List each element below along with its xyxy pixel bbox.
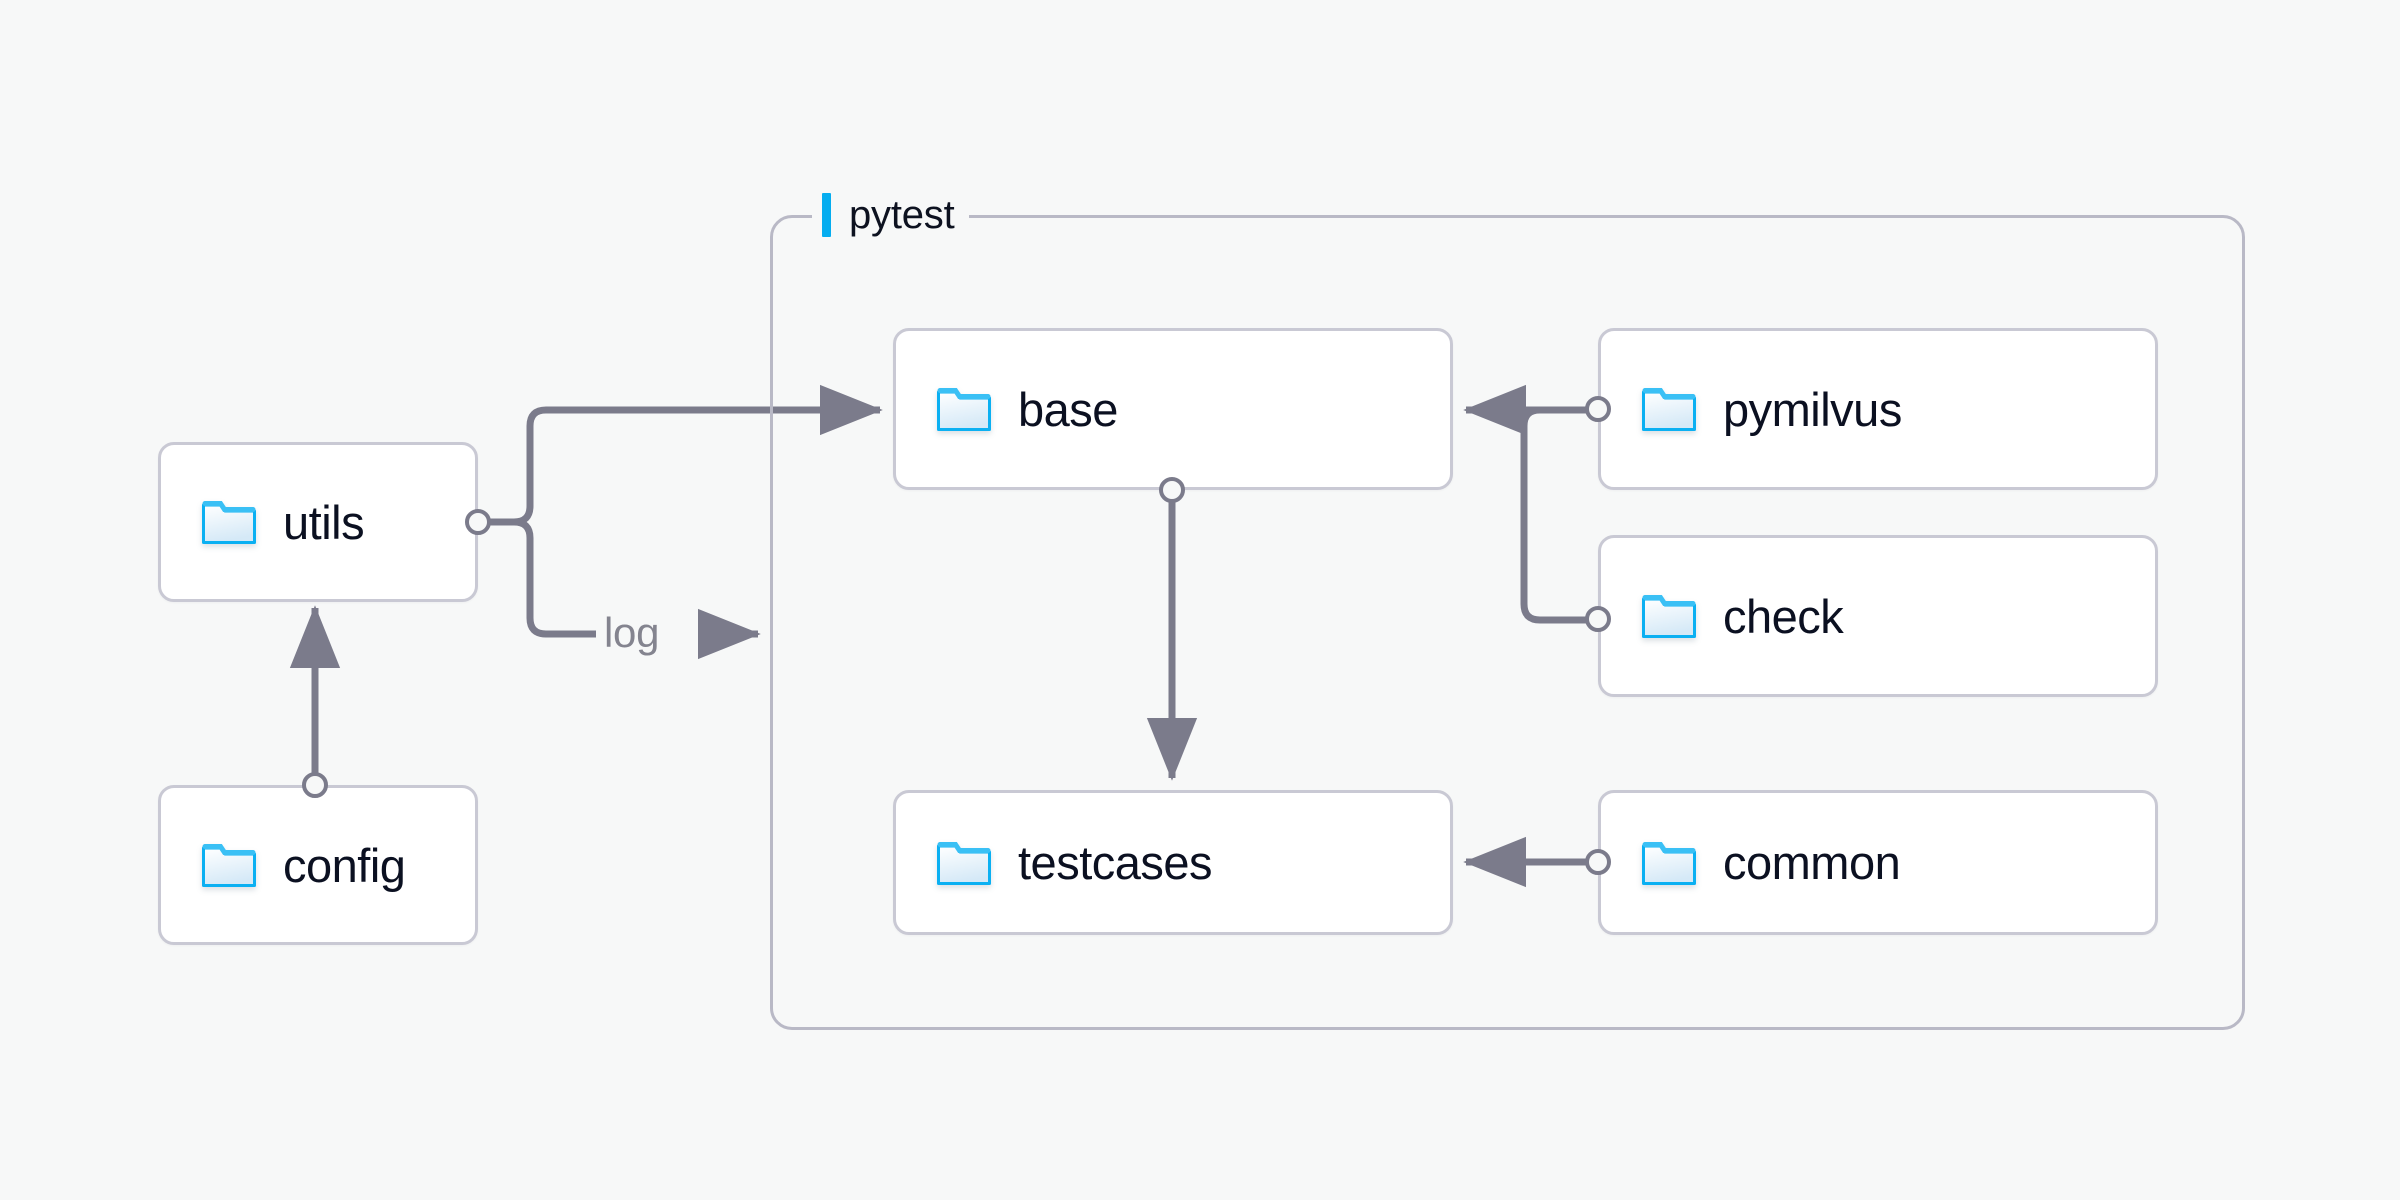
folder-icon	[1642, 388, 1696, 431]
node-check[interactable]: check	[1598, 535, 2158, 697]
node-utils-content: utils	[161, 495, 365, 549]
node-common[interactable]: common	[1598, 790, 2158, 935]
port-pymilvus-left[interactable]	[1585, 396, 1611, 422]
folder-icon	[202, 501, 256, 544]
port-base-bottom[interactable]	[1159, 477, 1185, 503]
port-config-top[interactable]	[302, 772, 328, 798]
node-base[interactable]: base	[893, 328, 1453, 490]
group-pytest-label: pytest	[812, 186, 969, 244]
group-pytest-box	[770, 215, 2245, 1030]
folder-icon	[1642, 841, 1696, 885]
node-common-label: common	[1723, 836, 1901, 889]
node-utils[interactable]: utils	[158, 442, 478, 602]
node-config-label: config	[283, 838, 406, 892]
node-config-content: config	[161, 838, 406, 892]
node-check-label: check	[1723, 589, 1844, 643]
node-common-content: common	[1601, 836, 1901, 889]
accent-bar-icon	[822, 193, 831, 237]
node-testcases-content: testcases	[896, 836, 1213, 889]
node-config[interactable]: config	[158, 785, 478, 945]
node-pymilvus-label: pymilvus	[1723, 382, 1902, 436]
folder-icon	[202, 844, 256, 887]
node-utils-label: utils	[283, 495, 365, 549]
group-title: pytest	[849, 192, 955, 237]
port-utils-right[interactable]	[465, 509, 491, 535]
edge-label-log: log	[604, 609, 660, 656]
folder-icon	[937, 388, 991, 431]
folder-icon	[1642, 595, 1696, 638]
node-pymilvus[interactable]: pymilvus	[1598, 328, 2158, 490]
node-testcases-label: testcases	[1018, 836, 1213, 889]
node-pymilvus-content: pymilvus	[1601, 386, 1902, 433]
node-check-content: check	[1601, 589, 1844, 643]
edge-utils-to-log	[478, 518, 596, 638]
node-testcases[interactable]: testcases	[893, 790, 1453, 935]
node-base-content: base	[896, 386, 1118, 433]
port-common-left[interactable]	[1585, 849, 1611, 875]
port-check-left[interactable]	[1585, 606, 1611, 632]
node-base-label: base	[1018, 382, 1118, 436]
folder-icon	[937, 841, 991, 885]
